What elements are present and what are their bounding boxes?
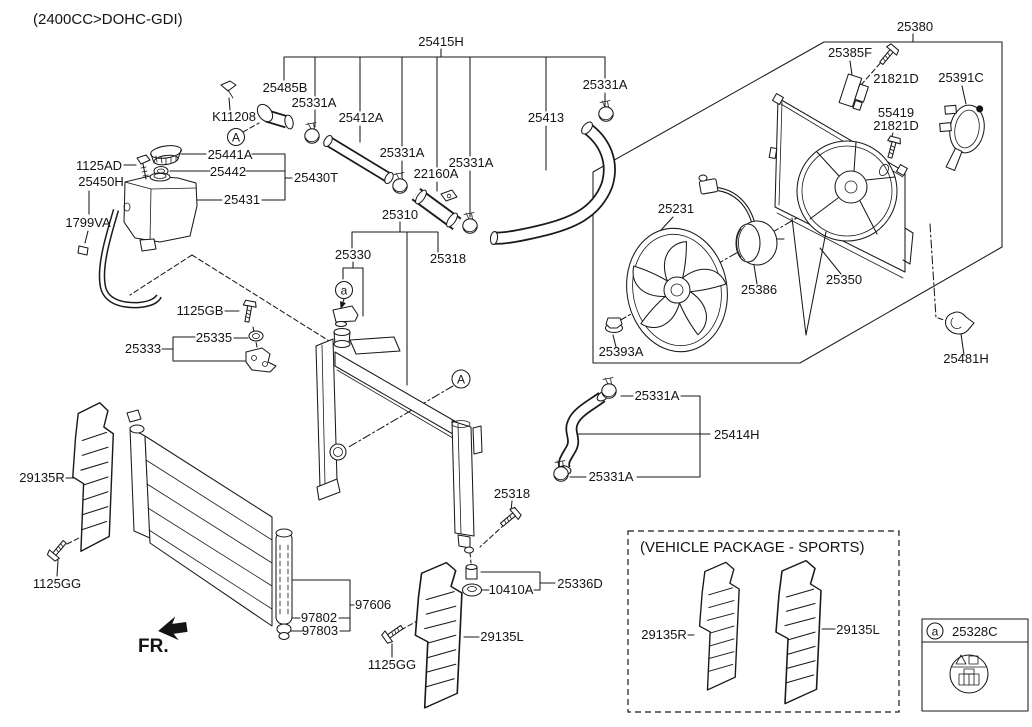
label-25331A-6: 25331A	[589, 469, 634, 484]
label-25485B: 25485B	[263, 80, 308, 95]
label-25318-2: 25318	[494, 486, 530, 501]
label-97802: 97802	[301, 610, 337, 625]
marker-A-2: A	[457, 373, 465, 387]
reservoir-tank-drawing	[123, 172, 198, 252]
label-25414H: 25414H	[714, 427, 760, 442]
bracket-bolt-icon	[239, 299, 258, 324]
sports-air-guard-right-drawing	[698, 561, 740, 691]
label-25391C: 25391C	[938, 70, 984, 85]
coolant-tube-drawing	[323, 134, 394, 185]
label-25331A-4: 25331A	[583, 77, 628, 92]
label-25318-1: 25318	[430, 251, 466, 266]
label-25386: 25386	[741, 282, 777, 297]
fan-shroud-drawing	[768, 93, 914, 336]
leader-lines	[56, 33, 967, 658]
fan-resistor-drawing	[838, 73, 869, 111]
engine-variant-title: (2400CC>DOHC-GDI)	[33, 11, 183, 28]
hose-ring-bracket-drawing	[939, 104, 985, 172]
radiator-hose-upper-drawing	[489, 121, 616, 245]
reservoir-cap-drawing	[150, 145, 182, 166]
radiator-drawing	[315, 327, 483, 554]
label-25441A: 25441A	[208, 147, 253, 162]
label-1125GG-1: 1125GG	[33, 576, 81, 591]
label-25310: 25310	[382, 207, 418, 222]
label-25415H: 25415H	[418, 34, 464, 49]
label-25231: 25231	[658, 201, 694, 216]
condenser-drawing	[126, 409, 293, 641]
label-22160A: 22160A	[414, 166, 459, 181]
label-97803: 97803	[302, 623, 338, 638]
label-25430T: 25430T	[294, 170, 338, 185]
label-25336D: 25336D	[557, 576, 603, 591]
label-25450H: 25450H	[78, 174, 124, 189]
label-25393A: 25393A	[599, 344, 644, 359]
air-guard-left-drawing	[414, 561, 463, 709]
filler-pipe-drawing	[411, 187, 462, 231]
label-29135R-1: 29135R	[19, 470, 65, 485]
drain-plug-drawing	[461, 563, 483, 597]
part-labels: (2400CC>DOHC-GDI) 25415H 25485B 25331A K…	[19, 11, 997, 672]
label-97606: 97606	[355, 597, 391, 612]
label-25331A-3: 25331A	[449, 155, 494, 170]
marker-a-1: a	[341, 284, 348, 298]
label-25331A-5: 25331A	[635, 388, 680, 403]
sports-box-title: (VEHICLE PACKAGE - SPORTS)	[640, 539, 865, 556]
marker-A-1: A	[232, 131, 240, 145]
label-25333: 25333	[125, 341, 161, 356]
cap-warning-label-icon	[949, 654, 989, 694]
sports-package-box	[627, 530, 900, 713]
label-25431: 25431	[224, 192, 260, 207]
section-markers: A A a	[226, 127, 471, 389]
label-25331A-1: 25331A	[292, 95, 337, 110]
label-29135L-1: 29135L	[480, 629, 523, 644]
air-guard-bolt-left-icon	[45, 537, 71, 563]
elbow-fitting-drawing	[256, 103, 294, 130]
label-25442: 25442	[210, 164, 246, 179]
label-55419: 55419	[878, 105, 914, 120]
mounting-bracket-drawing	[245, 347, 277, 373]
reservoir-bolt-drawing	[136, 154, 151, 180]
label-21821D-2: 21821D	[873, 118, 919, 133]
legend-box	[921, 618, 1029, 712]
retainer-clip-drawing	[945, 311, 975, 335]
label-K11208: K11208	[212, 109, 256, 124]
shroud-bolt-lower-icon	[883, 135, 903, 160]
fan-motor-drawing	[698, 174, 785, 266]
label-25413: 25413	[528, 110, 564, 125]
label-25385F: 25385F	[828, 45, 872, 60]
air-guard-bolt-right-icon	[380, 621, 407, 646]
label-1799VA: 1799VA	[65, 215, 111, 230]
label-29135R-2: 29135R	[641, 627, 687, 642]
label-25330: 25330	[335, 247, 371, 262]
label-1125AD: 1125AD	[76, 158, 122, 173]
fan-assembly-boundary	[592, 41, 1003, 364]
radiator-hose-lower-drawing	[557, 390, 610, 475]
label-25380: 25380	[897, 19, 933, 34]
air-guard-right-drawing	[72, 401, 115, 552]
label-25328C: 25328C	[952, 624, 998, 639]
label-25412A: 25412A	[339, 110, 384, 125]
label-1125GB: 1125GB	[177, 303, 224, 318]
label-25335: 25335	[196, 330, 232, 345]
label-25481H: 25481H	[943, 351, 989, 366]
grommet-drawing	[248, 330, 264, 342]
label-29135L-2: 29135L	[836, 622, 879, 637]
label-25350: 25350	[826, 272, 862, 287]
label-10410A: 10410A	[489, 582, 534, 597]
overflow-hose-drawing	[77, 209, 162, 309]
radiator-cap-drawing	[332, 305, 359, 328]
cooling-fan-blade-drawing	[626, 227, 728, 353]
label-1125GG-2: 1125GG	[368, 657, 416, 672]
k11208-pin-drawing	[220, 80, 237, 99]
sports-air-guard-left-drawing	[775, 559, 822, 705]
label-25331A-2: 25331A	[380, 145, 425, 160]
legend-marker-a: a	[932, 625, 939, 639]
front-direction-label: FR.	[138, 636, 169, 657]
front-direction-arrow	[158, 616, 188, 641]
fan-nut-drawing	[604, 317, 624, 334]
label-21821D-1: 21821D	[873, 71, 919, 86]
drain-bolt-icon	[497, 505, 523, 531]
